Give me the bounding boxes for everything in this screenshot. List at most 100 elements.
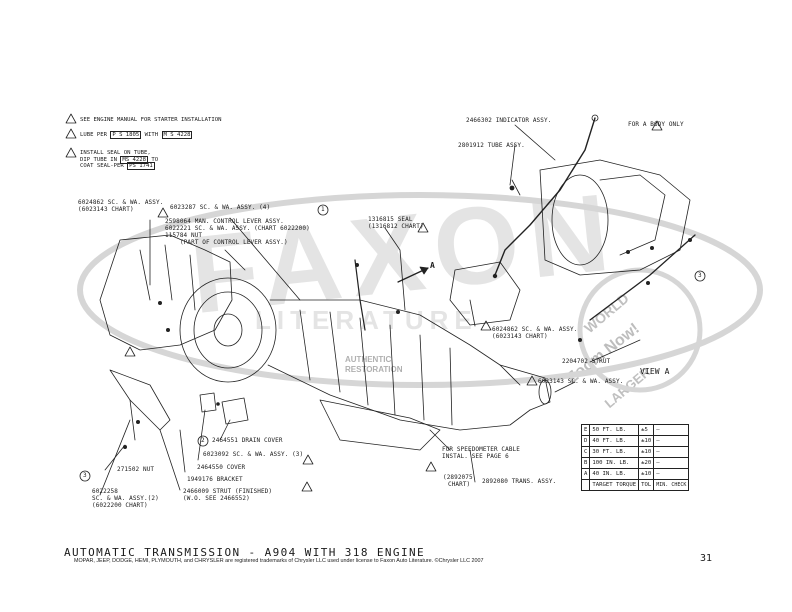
torque-letter: D bbox=[580, 435, 591, 447]
sc-wa-6024862-right-chart: (6023143 CHART) bbox=[492, 333, 548, 340]
leader-cover bbox=[197, 409, 206, 461]
note-3-line1: INSTALL SEAL ON TUBE, bbox=[80, 150, 151, 156]
sc-wa-6023287-label: 6023287 SC. & WA. ASSY. (4) bbox=[170, 204, 271, 211]
torque-check-blank: — bbox=[653, 468, 690, 480]
converter-hub bbox=[213, 313, 243, 347]
legal-notice: MOPAR, JEEP, DODGE, HEMI, PLYMOUTH, and … bbox=[74, 558, 484, 564]
leader-6023143 bbox=[554, 381, 576, 393]
torque-value: 50 FT. LB. bbox=[589, 424, 640, 436]
note-3-spec1: MS 4228 bbox=[120, 155, 148, 164]
torque-value: 30 FT. LB. bbox=[589, 446, 640, 458]
view-a-bell bbox=[551, 174, 609, 266]
note-1: SEE ENGINE MANUAL FOR STARTER INSTALLATI… bbox=[80, 117, 221, 124]
speedometer-note-2: INSTAL. SEE PAGE 6 bbox=[442, 453, 509, 460]
tube-assy-label: 2801912 TUBE ASSY. bbox=[458, 142, 525, 149]
torque-tol: ±10 bbox=[638, 435, 655, 447]
sc-wa-6024862-right-label: 6024862 SC. & WA. ASSY. bbox=[492, 326, 578, 333]
triangle-6023092 bbox=[302, 454, 314, 465]
control-rod bbox=[354, 259, 366, 331]
torque-letter: B bbox=[580, 457, 591, 469]
man-control-lever-label: 2598064 MAN. CONTROL LEVER ASSY. bbox=[165, 218, 284, 225]
leader-trans-assy bbox=[469, 449, 476, 483]
circle-3 bbox=[694, 270, 706, 282]
tube-bracket-bolt bbox=[511, 179, 521, 196]
torque-value: 40 IN. LB. bbox=[589, 468, 640, 480]
tailshaft-seal bbox=[538, 379, 552, 405]
note-2-mid: WITH bbox=[144, 132, 159, 138]
strut-rod-right bbox=[589, 234, 696, 321]
triangle-speedometer bbox=[425, 461, 437, 472]
leader-strut-2204702 bbox=[589, 339, 641, 363]
circle-1 bbox=[317, 204, 329, 216]
torque-letter: C bbox=[580, 446, 591, 458]
trans-chart-label: (2892075 bbox=[443, 474, 473, 481]
note-2: LUBE PER P S 1805 WITH M S 4228 bbox=[80, 131, 193, 139]
seal-label: 1316815 SEAL bbox=[368, 216, 413, 223]
note-3-spec2: PS 1741 bbox=[127, 162, 155, 171]
strut-lower-left bbox=[109, 369, 171, 431]
bracket-center bbox=[449, 261, 521, 326]
case-ribs bbox=[299, 309, 453, 426]
note-triangle-2 bbox=[65, 128, 77, 139]
torque-value: 40 FT. LB. bbox=[589, 435, 640, 447]
for-a-body-label: FOR A BODY ONLY bbox=[628, 121, 684, 128]
sc-wa-6023092-label: 6023092 SC. & WA. ASSY. (3) bbox=[203, 451, 304, 458]
strut-bolt bbox=[129, 399, 136, 441]
leader-indicator bbox=[514, 124, 556, 161]
circle-2-a bbox=[197, 435, 209, 447]
circle-3-b bbox=[79, 470, 91, 482]
torque-tol: ±5 bbox=[638, 424, 655, 436]
torque-value: 100 IN. LB. bbox=[589, 457, 640, 469]
note-1-text: SEE ENGINE MANUAL FOR STARTER INSTALLATI… bbox=[80, 117, 222, 123]
triangle-2466009 bbox=[301, 481, 313, 492]
page-title: AUTOMATIC TRANSMISSION - A904 WITH 318 E… bbox=[64, 546, 426, 559]
nut-115784-label: 115784 NUT bbox=[165, 232, 203, 239]
note-2-text: LUBE PER bbox=[80, 132, 107, 138]
dipstick-handle bbox=[591, 114, 599, 122]
dipstick-tube bbox=[494, 117, 596, 276]
strut-2204702-label: 2204702 STRUT bbox=[562, 358, 611, 365]
torque-table-footer: TARGET TORQUE TOL MIN. CHECK bbox=[580, 479, 690, 491]
circle-2-label: 2 bbox=[201, 437, 205, 444]
sc-wa-6022221-label: 6022221 SC. & WA. ASSY. (CHART 6022200) bbox=[165, 225, 310, 232]
sc-wa-6023143-label: 6023143 SC. & WA. ASSY. bbox=[538, 378, 624, 385]
sc-6022258-label: 6022258 bbox=[92, 488, 118, 495]
note-triangle-1 bbox=[65, 113, 77, 124]
view-a-detail bbox=[599, 174, 666, 256]
transmission-case-top bbox=[269, 299, 521, 386]
extension-housing bbox=[499, 364, 551, 411]
torque-tol: ±10 bbox=[638, 468, 655, 480]
engine-ribs bbox=[139, 244, 196, 311]
torque-target-header: TARGET TORQUE bbox=[589, 479, 640, 491]
torque-tol-header: TOL bbox=[638, 479, 655, 491]
circle-1-label: 1 bbox=[321, 206, 325, 213]
arrow-a-head bbox=[419, 266, 429, 275]
torque-check-blank: — bbox=[653, 424, 690, 436]
note-3-line3: COAT SEAL-PER bbox=[80, 163, 124, 170]
indicator-assy-label: 2466302 INDICATOR ASSY. bbox=[466, 117, 552, 124]
sc-wa-6024862-left-label: 6024862 SC. & WA. ASSY. bbox=[78, 199, 164, 206]
drain-cover-part bbox=[221, 397, 249, 425]
seal-chart-label: (1316812 CHART) bbox=[368, 223, 424, 230]
sc-6022258-chart: (6022200 CHART) bbox=[92, 502, 148, 509]
oil-pan bbox=[319, 399, 441, 451]
torque-tol: ±10 bbox=[638, 446, 655, 458]
drain-cover-label: 2464551 DRAIN COVER bbox=[212, 437, 283, 444]
page-number: 31 bbox=[700, 553, 713, 564]
note-3-line2b: TO bbox=[151, 156, 159, 163]
arrow-a-label: A bbox=[430, 261, 435, 270]
engine-block-outline bbox=[99, 234, 233, 351]
strut-finished-label: 2466009 STRUT (FINISHED) bbox=[183, 488, 273, 495]
torque-tol: ±20 bbox=[638, 457, 655, 469]
trans-assy-label: 2892080 TRANS. ASSY. bbox=[482, 478, 557, 485]
triangle-seal bbox=[417, 222, 429, 233]
cover-part bbox=[199, 392, 217, 413]
strut-finished-sub: (W.O. SEE 2466552) bbox=[183, 495, 250, 502]
cover-label: 2464550 COVER bbox=[197, 464, 246, 471]
